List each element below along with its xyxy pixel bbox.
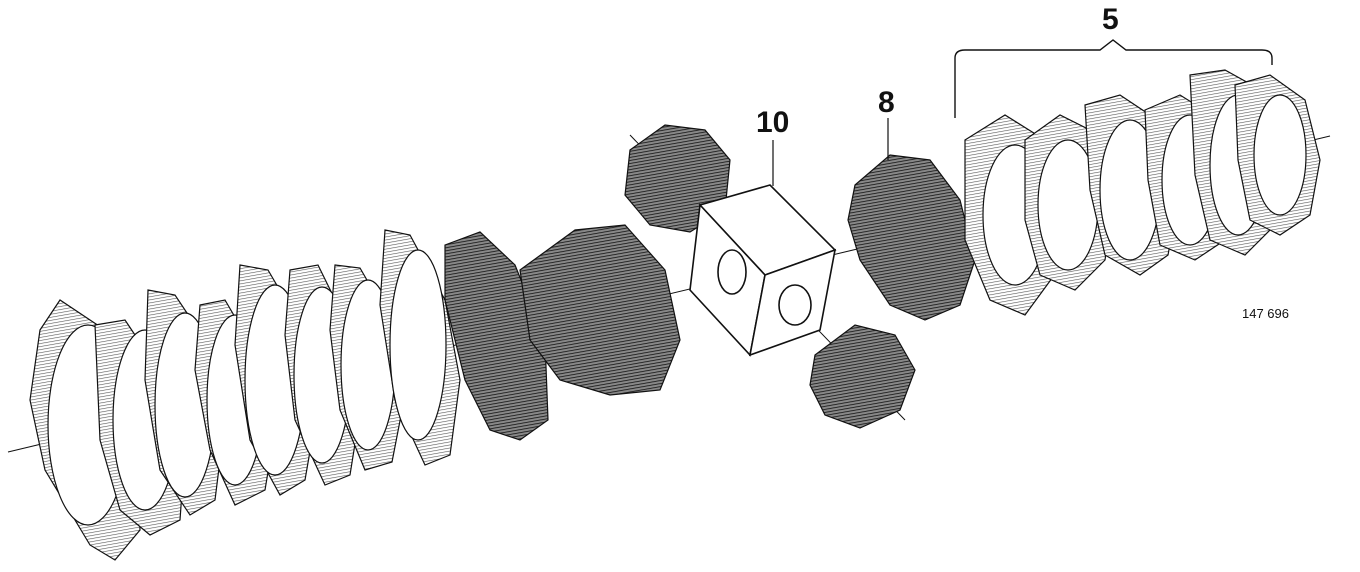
figure-number: 147 696 <box>1242 306 1289 321</box>
callout-label-5: 5 <box>1102 3 1119 36</box>
left-disc <box>379 229 461 466</box>
differential-cross-block <box>689 184 837 357</box>
right-disc <box>1234 74 1321 236</box>
right-side-gear <box>847 154 976 321</box>
callout-label-10: 10 <box>756 106 790 139</box>
callout-label-8: 8 <box>878 86 895 119</box>
right-friction-disc-pack <box>964 69 1321 316</box>
callout-5-bracket <box>954 39 1273 118</box>
lower-pinion-gear <box>809 324 916 429</box>
left-side-gear <box>444 224 681 441</box>
right-disc <box>1024 114 1116 291</box>
left-friction-disc-pack <box>29 229 461 561</box>
